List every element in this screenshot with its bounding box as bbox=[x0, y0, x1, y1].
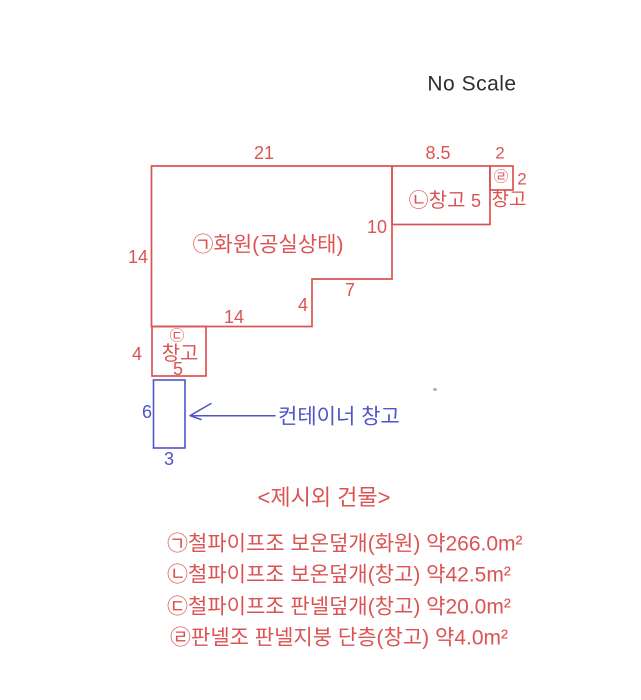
dim-bottom-main: 14 bbox=[223, 307, 245, 327]
container-warehouse-outline bbox=[152, 379, 186, 449]
legend-item: ㉠철파이프조 보온덮개(화원) 약266.0m² bbox=[167, 532, 523, 556]
warehouse-c-label: 창고 bbox=[161, 343, 199, 365]
dim-bottom-container: 3 bbox=[163, 449, 175, 469]
warehouse-c-symbol: ㉢ bbox=[169, 327, 185, 345]
container-arrow bbox=[189, 402, 276, 421]
dim-right-d: 2 bbox=[517, 169, 527, 189]
legend-item: ㉣판넬조 판넬지붕 단층(창고) 약4.0m² bbox=[170, 626, 509, 650]
dim-right-b: 5 bbox=[470, 191, 482, 211]
no-scale-label: No Scale bbox=[427, 72, 517, 96]
dim-left-c: 4 bbox=[131, 344, 143, 364]
container-warehouse-label: 컨테이너 창고 bbox=[278, 405, 400, 429]
dim-step-h: 7 bbox=[344, 280, 356, 300]
dim-step-v: 4 bbox=[297, 295, 309, 315]
dim-top-main: 21 bbox=[253, 143, 275, 163]
warehouse-d-symbol: ㉣ bbox=[493, 168, 509, 186]
legend-item: ㉢철파이프조 판넬덮개(창고) 약20.0m² bbox=[167, 595, 511, 619]
dim-left-main: 14 bbox=[127, 247, 149, 267]
warehouse-c-outline bbox=[151, 325, 207, 377]
warehouse-d-label: 창고 bbox=[491, 189, 527, 211]
warehouse-b-outline bbox=[391, 165, 491, 226]
warehouse-b-label: ㉡창고 bbox=[408, 190, 466, 212]
dim-left-container: 6 bbox=[141, 402, 153, 422]
dim-top-d: 2 bbox=[495, 143, 505, 163]
dim-top-b: 8.5 bbox=[425, 143, 451, 163]
stray-mark bbox=[433, 388, 437, 391]
warehouse-d-outline bbox=[489, 165, 514, 191]
dim-bottom-c: 5 bbox=[172, 359, 184, 379]
legend-item: ㉡철파이프조 보온덮개(창고) 약42.5m² bbox=[167, 563, 511, 587]
legend-title: <제시외 건물> bbox=[257, 485, 391, 510]
dim-right-main: 10 bbox=[366, 217, 388, 237]
main-building-label: ㉠화원(공실상태) bbox=[192, 233, 344, 257]
